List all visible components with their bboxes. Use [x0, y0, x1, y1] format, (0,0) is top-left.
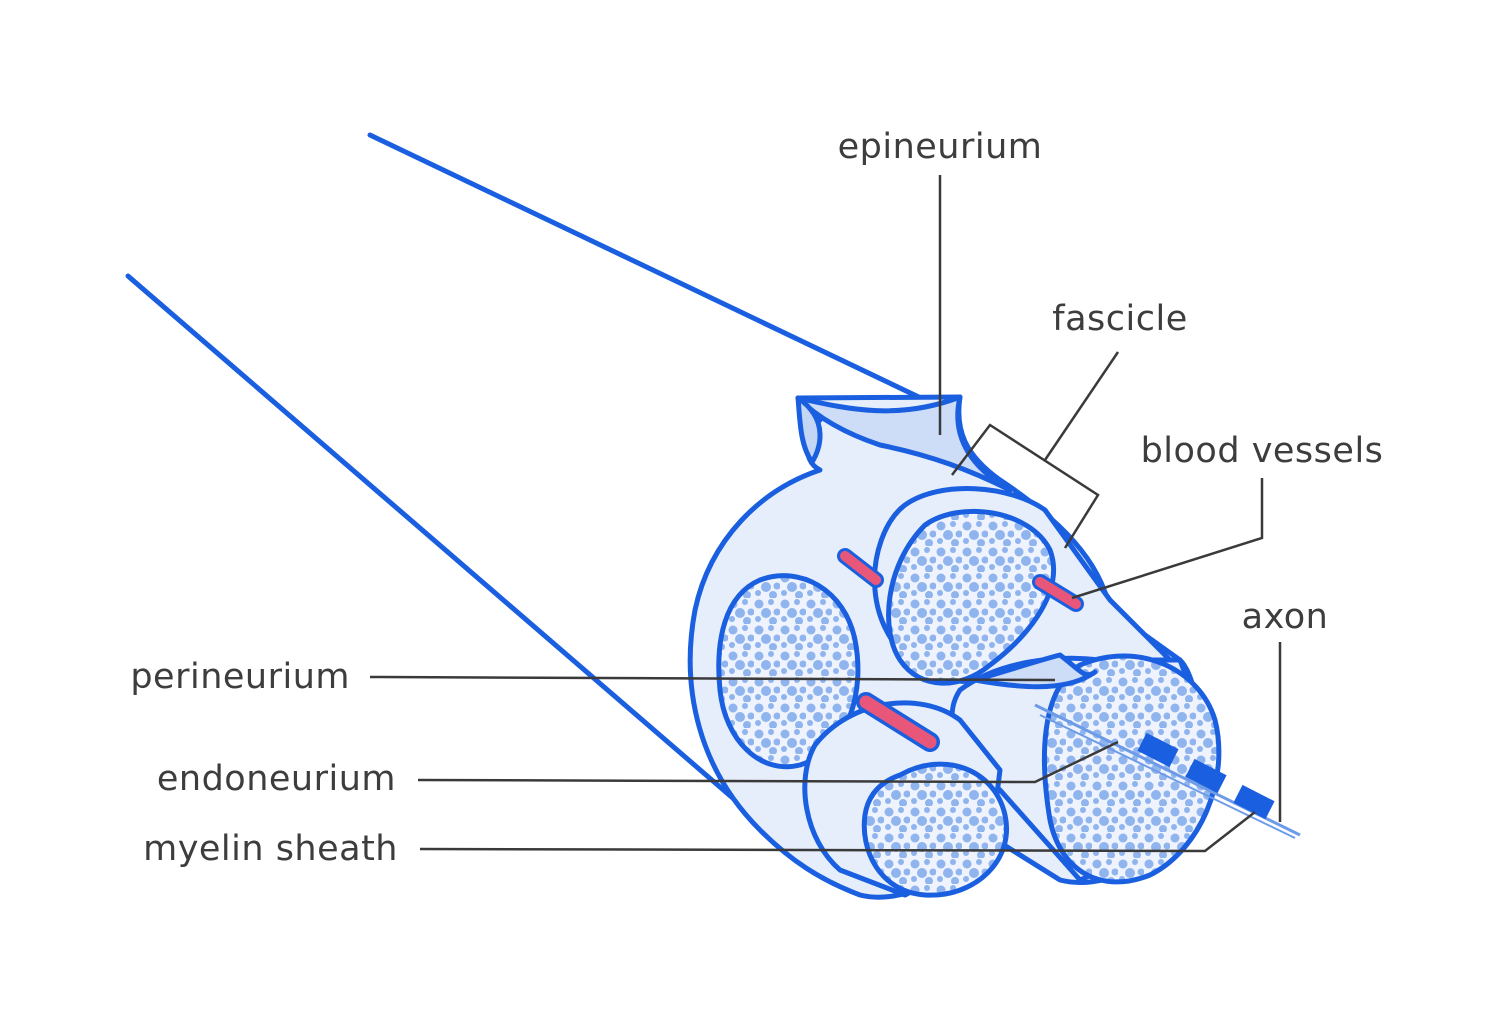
axon-segment: [1034, 703, 1301, 839]
fascicle-leader: [1043, 351, 1120, 461]
label-myelin-sheath: myelin sheath: [143, 829, 398, 869]
label-epineurium: epineurium: [838, 127, 1043, 167]
nerve-outline-upper: [367, 132, 928, 403]
label-fascicle: fascicle: [1052, 299, 1187, 339]
fascicle-right: [949, 652, 1222, 885]
nerve-outline-lower: [125, 273, 738, 803]
endoneurium-leader: [417, 740, 1119, 784]
label-blood-vessels: blood vessels: [1141, 431, 1384, 471]
fascicle-bottom: [802, 700, 1009, 898]
blood-vessels: [837, 548, 1084, 752]
leader-lines: [369, 175, 1282, 853]
blood-vessels-leader: [1071, 478, 1264, 600]
label-axon: axon: [1242, 597, 1329, 637]
label-endoneurium: endoneurium: [157, 759, 396, 799]
myelin-sheath-leader: [419, 811, 1256, 853]
fascicle-left: [716, 573, 861, 770]
perineurium-leader: [369, 675, 1056, 682]
myelin-segment-1: [1137, 732, 1179, 768]
myelin-segment-2: [1185, 758, 1227, 794]
label-perineurium: perineurium: [130, 657, 350, 697]
epineurium-flap: [795, 394, 1013, 493]
myelin-segment-3: [1233, 784, 1275, 820]
fascicle-bracket: [951, 423, 1100, 549]
